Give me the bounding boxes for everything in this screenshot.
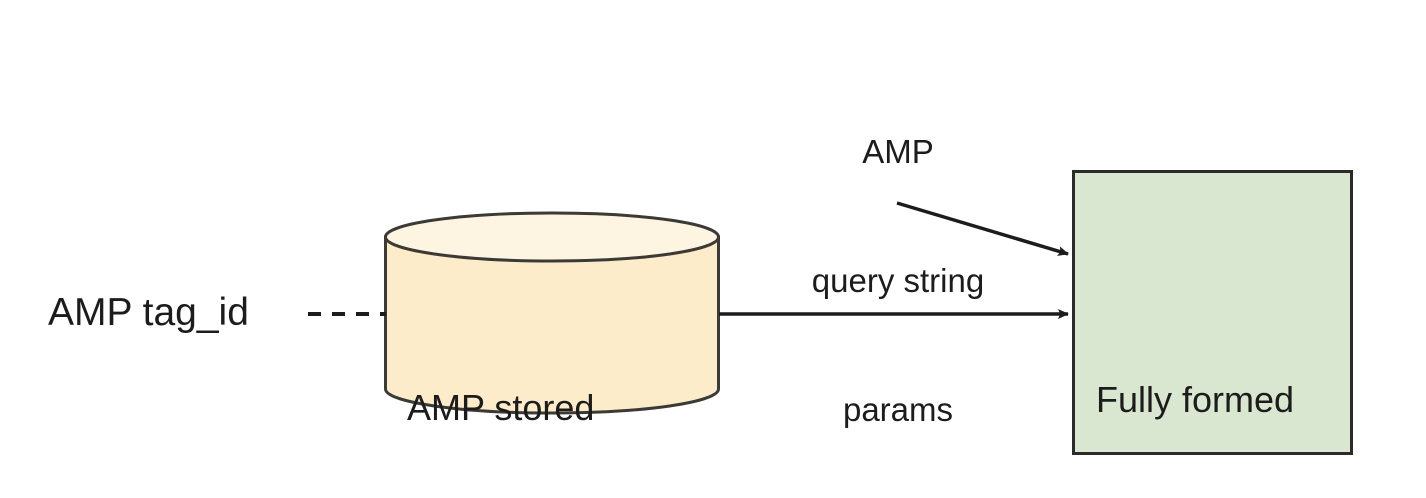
node-fully-formed-ortb-label: Fully formed ORTB (1096, 272, 1294, 498)
params-label-line-2: query string (811, 262, 985, 299)
node-fully-formed-ortb-shape[interactable] (1072, 170, 1353, 455)
params-label-line-3: params (842, 391, 954, 428)
ortb-label-line-1: Fully formed (1096, 379, 1295, 420)
edge-params-to-ortb (896, 201, 1069, 256)
node-amp-stored-request-template-label: AMP stored request template (407, 280, 675, 498)
node-amp-stored-request-template-shape[interactable] (384, 211, 720, 415)
params-label-line-1: AMP (862, 133, 934, 170)
label-amp-tag-id: AMP tag_id (48, 291, 249, 334)
label-amp-query-string-params: AMP query string params (778, 44, 1018, 498)
cylinder-label-line-1: AMP stored (407, 387, 595, 428)
